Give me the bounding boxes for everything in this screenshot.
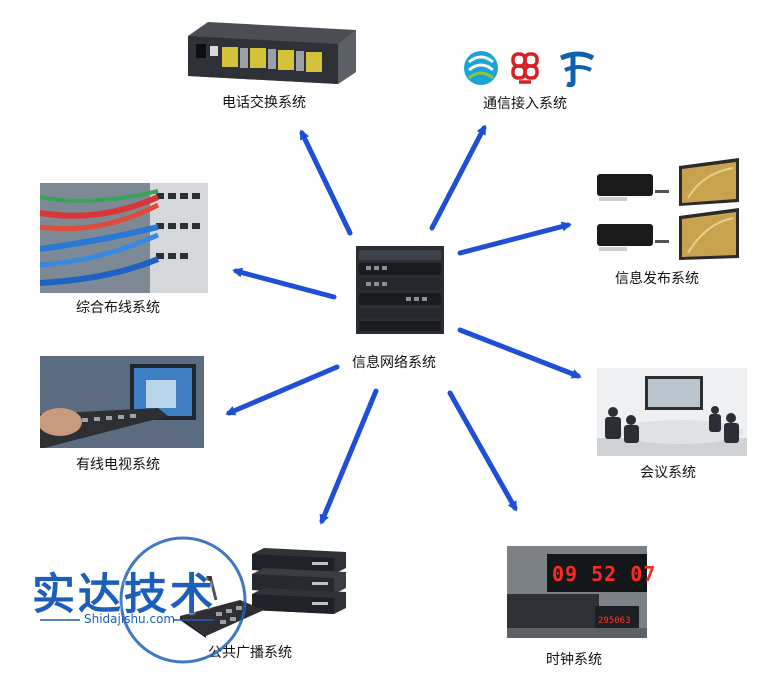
cabling-label: 综合布线系统 (76, 300, 160, 316)
patch-cables-image (40, 183, 208, 293)
china-telecom-logo-icon (559, 51, 595, 88)
arrow-broadcast (319, 388, 379, 525)
cable-tv-label: 有线电视系统 (76, 457, 160, 473)
tv-remote-image (40, 356, 204, 448)
telecom-access-label: 通信接入系统 (483, 96, 567, 112)
broadcast-amplifiers-image (252, 548, 346, 616)
phone-exchange-rack-image (188, 22, 356, 84)
clock-readout: 09 52 07 (552, 562, 657, 586)
arrow-cable-tv (225, 364, 340, 416)
phone-switch-label: 电话交换系统 (222, 95, 306, 111)
broadcast-label: 公共广播系统 (208, 645, 292, 661)
carrier-logos-image (461, 48, 597, 88)
arrow-clock (447, 390, 518, 512)
meeting-label: 会议系统 (640, 465, 696, 481)
arrow-info-publish (457, 221, 572, 256)
arrow-meeting (457, 327, 582, 379)
watermark-url: Shidajishu.com (84, 612, 176, 626)
arrow-telecom-access (429, 124, 487, 231)
arrow-phone-switch (299, 129, 353, 236)
clock-small-readout: 295063 (598, 616, 631, 626)
center-label: 信息网络系统 (352, 355, 436, 371)
china-mobile-logo-icon (464, 51, 498, 85)
info-publish-label: 信息发布系统 (615, 271, 699, 287)
arrow-cabling (232, 267, 337, 300)
watermark-brand: 实达技术 (32, 570, 216, 620)
meeting-room-image (597, 368, 747, 456)
china-unicom-logo-icon (511, 52, 539, 84)
media-players-displays-image (593, 158, 743, 262)
digital-clock-image (507, 546, 647, 638)
network-switch-image (356, 246, 444, 334)
clock-label: 时钟系统 (546, 652, 602, 668)
